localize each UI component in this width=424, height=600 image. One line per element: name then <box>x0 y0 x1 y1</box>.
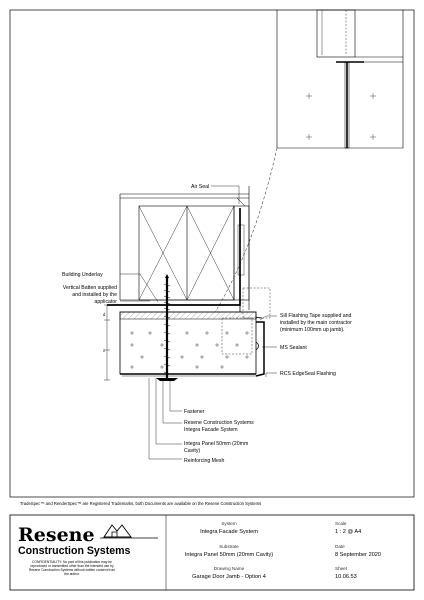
building-underlay-line <box>107 208 241 306</box>
system-label: System <box>221 521 236 526</box>
scale-label: Scale <box>335 521 347 526</box>
resene-logo: Resene Construction Systems <box>18 524 158 557</box>
edgeseal-flashing <box>255 321 265 377</box>
label-rcs-edgeseal: RCS EdgeSeal Flashing <box>280 371 336 377</box>
label-integra-panel-1: Integra Panel 50mm (20mm <box>184 441 248 447</box>
substrate-value: Integra Panel 50mm (20mm Cavity) <box>185 552 273 558</box>
confidentiality-4: the author. <box>64 572 80 576</box>
garage-door-section <box>276 9 404 149</box>
label-resene-system-1: Resene Construction Systems <box>184 420 254 426</box>
label-integra-panel-2: Cavity) <box>184 448 200 454</box>
label-resene-system-2: Integra Facade System <box>184 427 238 433</box>
batten-outline <box>221 317 253 355</box>
drawing-border <box>9 9 415 498</box>
label-sill-flashing-3: (minimum 100mm up jamb). <box>280 327 345 333</box>
system-value: Integra Facade System <box>200 529 258 535</box>
confidentiality-1: CONFIDENTIALITY: No part of this publica… <box>32 560 112 564</box>
drawing-name-label: Drawing Name <box>214 566 245 571</box>
label-reinforcing-mesh: Reinforcing Mesh <box>184 458 224 464</box>
label-vertical-batten-2: and installed by the <box>72 292 117 298</box>
confidentiality-2: reproduced or transmitted other than the… <box>30 564 114 568</box>
sheet-label: Sheet <box>335 566 348 571</box>
dimension-lines <box>104 304 110 381</box>
scale-value: 1 : 2 @ A4 <box>335 529 361 535</box>
door-crosses <box>306 93 376 140</box>
substrate-label: Substrate <box>219 544 239 549</box>
svg-text:c: c <box>103 348 105 353</box>
label-sill-flashing-2: installed by the main contractor <box>280 320 352 326</box>
label-ms-sealant: MS Sealant <box>280 345 307 351</box>
ms-sealant-bead <box>255 341 259 351</box>
confidentiality-3: Resene Construction Systems without writ… <box>29 568 116 572</box>
label-vertical-batten-1: Vertical Batten supplied <box>63 285 117 291</box>
label-fastener: Fastener <box>184 409 205 415</box>
flashing-tape-outline <box>242 287 271 319</box>
drawing-name-value: Garage Door Jamb - Option 4 <box>192 574 266 580</box>
date-label: Date <box>335 544 345 549</box>
panel-crosses <box>130 331 249 369</box>
label-vertical-batten-3: applicator <box>95 299 118 305</box>
label-building-underlay: Building Underlay <box>62 272 103 278</box>
svg-text:Construction Systems: Construction Systems <box>18 545 131 557</box>
timber-framing <box>119 193 249 301</box>
door-swing-arc <box>206 147 278 326</box>
date-value: 8 September 2020 <box>335 552 381 558</box>
svg-text:d: d <box>103 312 106 317</box>
sheet-value: 10.06.53 <box>335 574 357 580</box>
jamb-trim <box>233 186 250 310</box>
title-block <box>9 514 415 591</box>
label-air-seal: Air Seal <box>191 184 209 190</box>
trademark-note: TradeSpec™ and RenderSpec™ are Registere… <box>20 501 261 506</box>
svg-text:Resene: Resene <box>18 524 95 546</box>
fastener-screw <box>156 274 178 381</box>
integra-panel <box>119 311 257 377</box>
label-sill-flashing-1: Sill Flashing Tape supplied and <box>280 313 352 319</box>
leader-lines <box>120 185 277 460</box>
